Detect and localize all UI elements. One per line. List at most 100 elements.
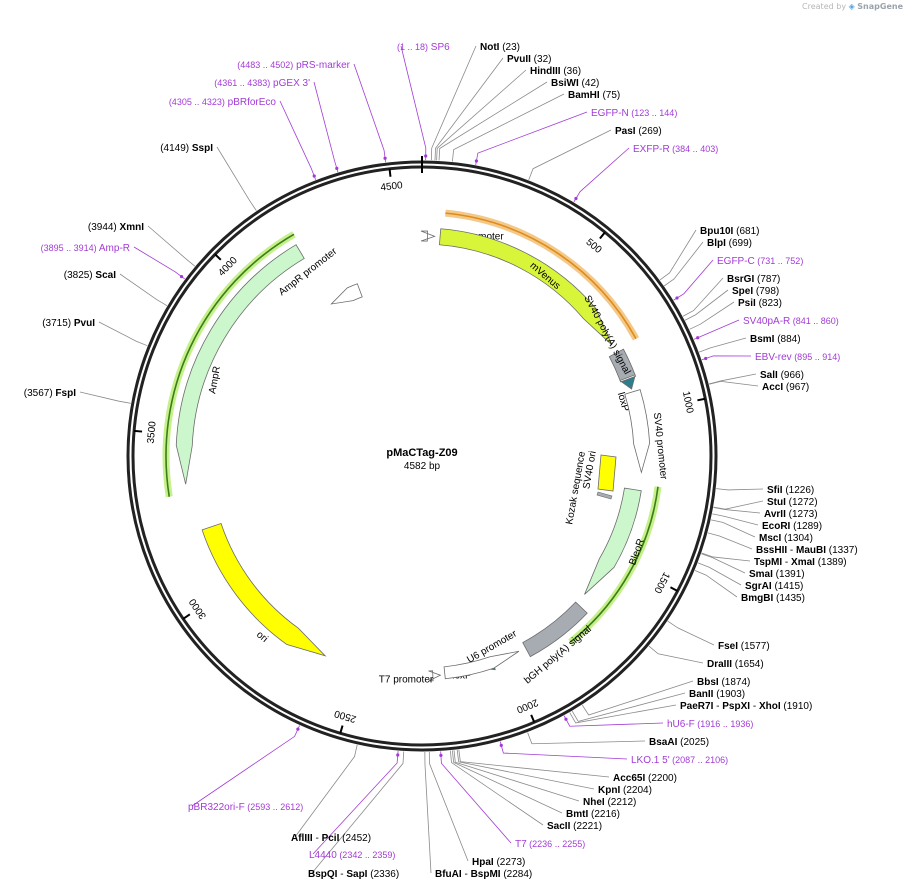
- enzyme-callout-line: [430, 45, 477, 161]
- enzyme-callout-line: [701, 552, 751, 562]
- enzyme-site-sspi: (4149) SspI: [160, 143, 213, 154]
- enzyme-site-bamhi: BamHI (75): [568, 90, 620, 101]
- enzyme-name: FseI: [718, 641, 738, 652]
- enzyme-callout-line: [659, 229, 697, 281]
- scale-tick-label: 1500: [651, 570, 671, 595]
- primer-range: (1 .. 18): [397, 42, 428, 52]
- primer-callout-line: [701, 355, 752, 361]
- primer-name: pRS-marker: [293, 60, 350, 71]
- primer-name: hU6-F: [667, 719, 695, 730]
- enzyme-pos: (32): [531, 54, 552, 65]
- enzyme-name: BsaAI: [649, 737, 678, 748]
- enzyme-name: ScaI: [93, 270, 117, 281]
- enzyme-sep: -: [337, 869, 346, 880]
- enzyme-sep: -: [787, 545, 796, 556]
- primer-callout-line: [191, 725, 300, 807]
- enzyme-pos: (967): [783, 382, 809, 393]
- primer-site-marker: [675, 296, 679, 300]
- primer-range: (895 .. 914): [792, 352, 841, 362]
- enzyme-pos: (2212): [605, 797, 637, 808]
- scale-tick-500: [599, 231, 606, 240]
- enzyme-name: NheI: [583, 797, 605, 808]
- enzyme-callout-line: [453, 750, 580, 802]
- primer-site-pbr322ori-f: pBR322ori-F (2593 .. 2612): [188, 802, 303, 813]
- primer-site-marker: [564, 717, 568, 721]
- enzyme-site-bsaai: BsaAI (2025): [649, 737, 709, 748]
- feature-ampr-promoter: [330, 283, 363, 305]
- enzyme-site-bmti: BmtI (2216): [566, 809, 620, 820]
- mvenus-orf-line: [445, 212, 637, 340]
- enzyme-name: HindIII: [530, 66, 561, 77]
- plasmid-name: pMaCTag-Z09: [386, 447, 457, 459]
- enzyme-sep: -: [750, 701, 759, 712]
- enzyme-name: XmnI: [117, 222, 144, 233]
- primer-name: L4440: [309, 850, 337, 861]
- primer-name: EXFP-R: [633, 144, 670, 155]
- enzyme-callout-line: [428, 751, 469, 862]
- enzyme-site-draiii: DraIII (1654): [707, 659, 764, 670]
- primer-site-marker: [474, 159, 479, 163]
- primer-site-pgex-3: (4361 .. 4383) pGEX 3': [214, 78, 310, 89]
- enzyme-name: Acc65I: [613, 773, 645, 784]
- enzyme-name: EcoRI: [762, 521, 791, 532]
- enzyme-name: HpaI: [472, 857, 494, 868]
- primer-callout-line: [573, 147, 630, 203]
- enzyme-name: PaeR7I: [680, 701, 714, 712]
- enzyme-site-bpu10i: Bpu10I (681): [700, 226, 759, 237]
- enzyme-pos: (1389): [815, 557, 847, 568]
- enzyme-sep: -: [462, 869, 471, 880]
- enzyme-pos: (1435): [773, 593, 805, 604]
- primer-site-sv40pa-r: SV40pA-R (841 .. 860): [743, 316, 839, 327]
- enzyme-site-bsiwi: BsiWI (42): [551, 78, 599, 89]
- primer-name: SP6: [428, 42, 450, 53]
- scale-tick-label: 1000: [680, 390, 695, 414]
- primer-site-marker: [704, 356, 708, 361]
- enzyme-callout-line: [216, 146, 257, 211]
- primer-callout-line: [353, 63, 386, 163]
- primer-site-sp6: (1 .. 18) SP6: [397, 42, 450, 53]
- feature-u6-promoter: [443, 650, 520, 680]
- enzyme-pos: (2216): [588, 809, 620, 820]
- enzyme-pos: (4149): [160, 143, 189, 154]
- enzyme-site-scai: (3825) ScaI: [64, 270, 116, 281]
- enzyme-callout-line: [434, 57, 504, 161]
- primer-callout-line: [313, 81, 339, 173]
- enzyme-pos: (2452): [339, 833, 371, 844]
- primer-site-t7: T7 (2236 .. 2255): [515, 839, 585, 850]
- enzyme-callout-line: [449, 750, 544, 826]
- primer-site-marker: [396, 753, 400, 757]
- primer-callout-line: [279, 100, 317, 180]
- enzyme-callout-line: [699, 337, 747, 353]
- feature-sv40-promoter: [624, 389, 651, 474]
- enzyme-callout-line: [701, 553, 746, 574]
- enzyme-callout-line: [581, 680, 694, 716]
- primer-site-marker: [439, 753, 443, 758]
- enzyme-name: BanII: [689, 689, 714, 700]
- enzyme-pos: (269): [636, 126, 662, 137]
- feature-loxp: [619, 373, 637, 390]
- scale-tick-2500: [339, 725, 344, 734]
- primer-range: (3895 .. 3914): [41, 243, 97, 253]
- enzyme-pos: (2336): [367, 869, 399, 880]
- enzyme-name: BssHII: [756, 545, 787, 556]
- enzyme-name: MscI: [759, 533, 781, 544]
- feature-label-ampr: AmpR: [207, 365, 223, 394]
- enzyme-site-hpai: HpaI (2273): [472, 857, 525, 868]
- enzyme-callout-line: [438, 81, 548, 161]
- enzyme-pos: (681): [733, 226, 759, 237]
- enzyme-callout-line: [528, 129, 612, 181]
- enzyme-site-sacii: SacII (2221): [547, 821, 602, 832]
- feature-label-sv40-poly-a-signal: SV40 poly(A) signal: [581, 294, 632, 377]
- primer-name: EGFP-N: [591, 108, 629, 119]
- primer-range: (2087 .. 2106): [670, 755, 729, 765]
- enzyme-site-bsmi: BsmI (884): [750, 334, 801, 345]
- enzyme-pos: (823): [756, 298, 782, 309]
- enzyme-name: DraIII: [707, 659, 732, 670]
- primer-site-marker: [335, 166, 339, 170]
- primer-name: pGEX 3': [270, 78, 310, 89]
- enzyme-name: BbsI: [697, 677, 719, 688]
- feature-mvenus: [438, 228, 613, 346]
- enzyme-callout-line: [689, 301, 735, 330]
- enzyme-site-pvui: (3715) PvuI: [42, 318, 95, 329]
